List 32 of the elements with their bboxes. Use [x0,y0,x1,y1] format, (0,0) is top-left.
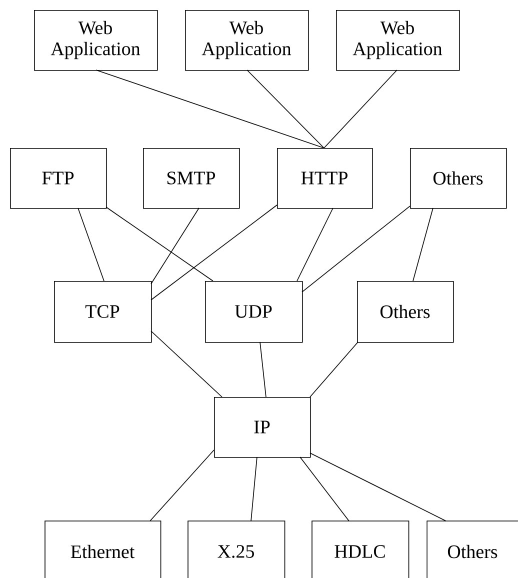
protocol-box: Others [410,148,507,209]
protocol-box: Ethernet [44,520,162,578]
connector-line [250,456,258,522]
connector-line [150,204,278,300]
protocol-box: Others [426,520,518,578]
protocol-box: Others [357,281,454,343]
connector-line [310,342,358,398]
connector-line [150,450,214,522]
connector-line [296,208,334,282]
protocol-box: Web Application [34,10,158,71]
connector-line [246,70,324,148]
protocol-box: X.25 [188,520,286,578]
connector-line [310,452,446,522]
connector-line [260,342,266,398]
protocol-box: UDP [205,281,303,343]
protocol-box: HTTP [277,148,373,209]
connector-line [302,206,410,292]
connector-line [324,70,398,148]
connector-line [96,70,324,148]
protocol-box: TCP [54,281,152,343]
protocol-box: FTP [10,148,107,209]
protocol-box: HDLC [312,520,410,578]
connector-line [106,206,214,282]
protocol-box: IP [214,397,311,458]
protocol-box: SMTP [143,148,240,209]
connector-line [78,208,104,282]
connector-line [150,208,200,284]
protocol-box: Web Application [336,10,460,71]
connector-line [150,330,222,398]
connector-line [300,456,350,522]
connector-line [412,208,434,282]
protocol-box: Web Application [185,10,309,71]
